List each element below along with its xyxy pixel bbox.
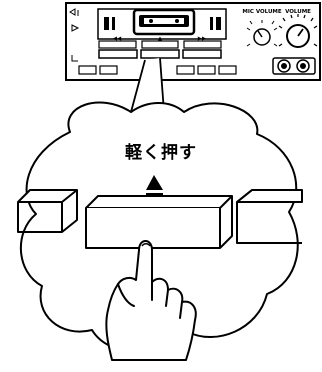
rewind-symbol: ◀◀ [113,36,122,42]
small-button-3[interactable] [176,65,195,75]
right-pause-mark [210,17,213,30]
input-jack-left[interactable] [277,59,291,73]
stop-button[interactable] [140,49,180,59]
fast-forward-button[interactable] [183,40,222,49]
play-button[interactable] [98,49,138,59]
small-button-5[interactable] [218,65,237,75]
transport-buttons: ◀◀ ▲ ▶▶ [98,36,222,59]
rewind-button[interactable] [98,40,137,49]
zoomed-button-row [17,189,303,249]
input-jack-right[interactable] [296,59,310,73]
right-neighbor-button [236,189,302,244]
play-back-indicator-icon [69,8,79,16]
pressing-hand-icon [105,240,197,361]
play-indicator-icon [71,24,80,32]
cassette-window [97,8,227,40]
record-button[interactable] [182,49,222,59]
eject-icon [146,175,163,196]
volume-knob[interactable] [278,14,318,48]
cassette-deck-panel: ◀◀ ▲ ▶▶ MIC VOLUME VOLUME [65,2,321,81]
left-neighbor-button [17,190,78,233]
volume-label: VOLUME [285,9,311,15]
left-pause-mark [104,17,109,30]
instruction-text: 軽く押す [125,143,197,163]
small-button-2[interactable] [99,65,118,75]
mic-volume-label: MIC VOLUME [242,9,282,15]
small-button-4[interactable] [197,65,216,75]
eject-button[interactable] [141,40,179,49]
corner-mark-icon [71,55,78,62]
mic-volume-knob[interactable] [246,20,278,47]
zoomed-eject-button[interactable] [85,195,233,249]
fast-forward-symbol: ▶▶ [198,36,207,42]
small-button-1[interactable] [78,65,97,75]
eject-symbol: ▲ [158,36,163,42]
